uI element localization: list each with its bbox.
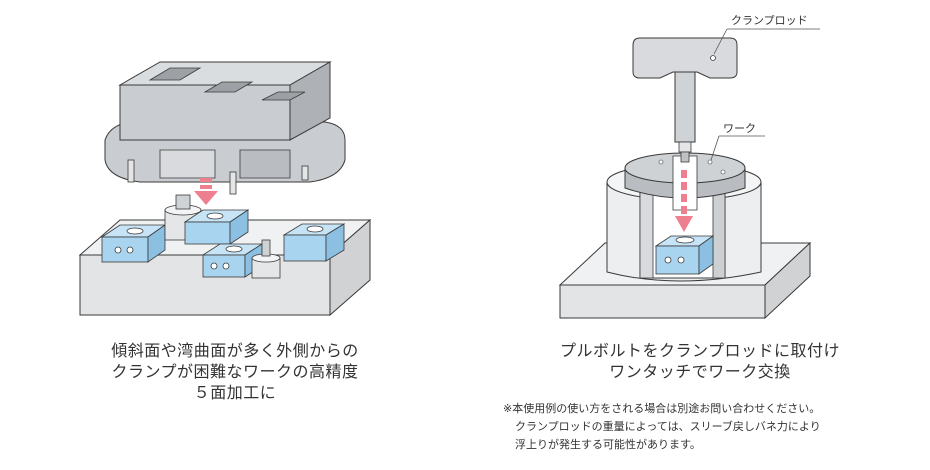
right-caption-line-2: ワンタッチでワーク交換 — [609, 362, 791, 381]
usage-note: ※本使用例の使い方をされる場合は別途お問い合わせください。 クランプロッドの重量… — [503, 400, 923, 454]
workpiece — [104, 61, 346, 195]
left-caption-line-3: ５面加工に — [193, 383, 277, 402]
usage-note-line-3: 浮上りが発生する可能性があります。 — [515, 438, 701, 451]
clamp-cylinders — [100, 194, 346, 279]
usage-note-line-1: ※本使用例の使い方をされる場合は別途お問い合わせください。 — [503, 402, 821, 415]
right-caption: プルボルトをクランプロッドに取付け ワンタッチでワーク交換 — [485, 340, 915, 382]
clamp-rod-illustration: クランプロッド ワーク — [558, 14, 820, 320]
insert-arrow — [675, 170, 693, 232]
right-illustration-panel: クランプロッド ワーク プルボルトをクランプロッドに取付け ワンタッチでワーク交… — [465, 0, 930, 470]
work-callout-line — [710, 135, 720, 161]
workpiece-clamping-illustration — [78, 61, 372, 317]
usage-note-line-2: クランプロッドの重量によっては、スリーブ戻しバネ力により — [515, 420, 821, 433]
left-caption: 傾斜面や湾曲面が多く外側からの クランプが困難なワークの高精度 ５面加工に — [40, 340, 430, 403]
clamp-rod-label: クランプロッド — [731, 14, 808, 27]
left-illustration-panel: 傾斜面や湾曲面が多く外側からの クランプが困難なワークの高精度 ５面加工に — [40, 61, 430, 403]
clamp-rod-callout-line — [713, 28, 728, 55]
clamp-cylinder — [654, 235, 715, 275]
right-caption-line-1: プルボルトをクランプロッドに取付け — [559, 341, 841, 360]
left-caption-line-2: クランプが困難なワークの高精度 — [111, 362, 359, 381]
clamp-rod — [632, 37, 738, 163]
work-label: ワーク — [723, 122, 756, 135]
left-caption-line-1: 傾斜面や湾曲面が多く外側からの — [111, 341, 359, 360]
insert-arrow — [194, 178, 218, 205]
